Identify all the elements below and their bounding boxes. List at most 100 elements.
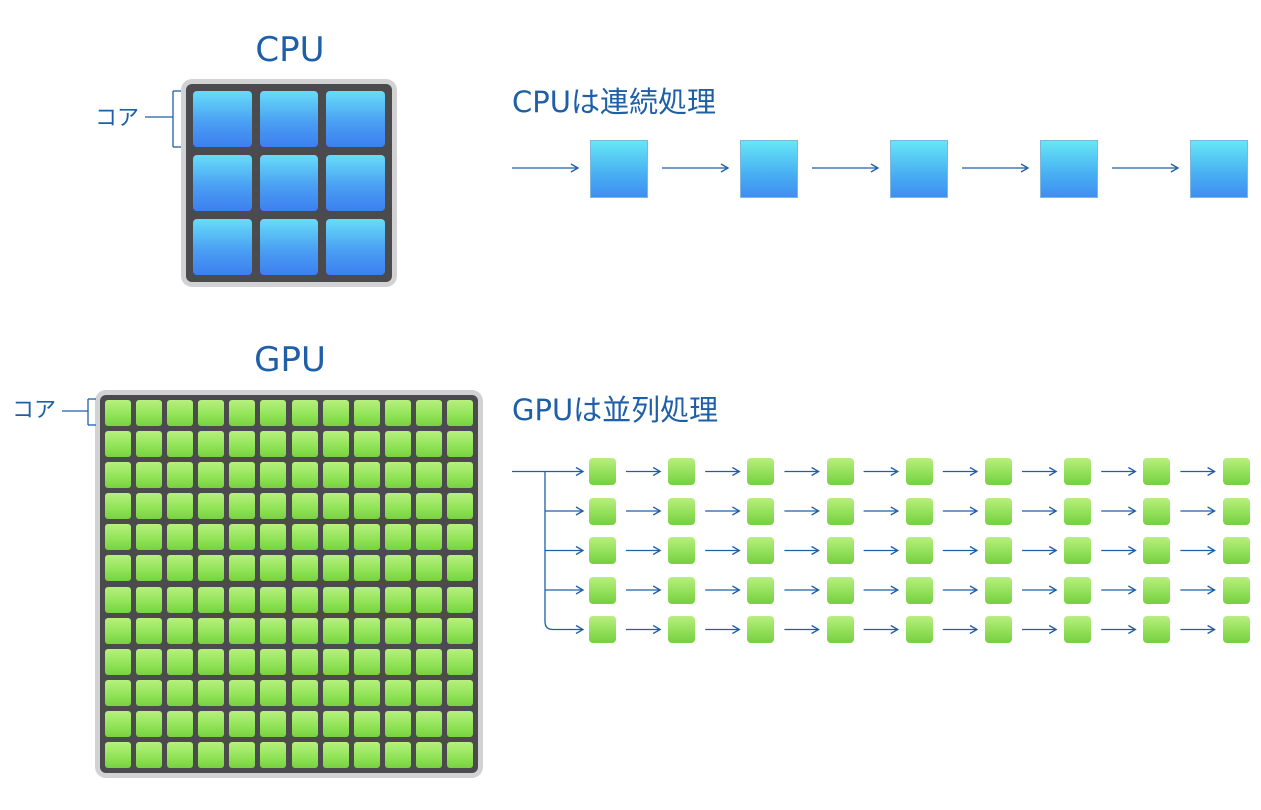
gpu-core bbox=[353, 400, 380, 427]
gpu-core bbox=[322, 493, 349, 520]
gpu-task-block bbox=[668, 616, 696, 643]
gpu-flow-arrow bbox=[705, 545, 741, 556]
gpu-core bbox=[198, 586, 225, 613]
gpu-core bbox=[167, 431, 194, 458]
cpu-core bbox=[326, 91, 385, 147]
gpu-flow-arrow bbox=[1101, 624, 1137, 635]
gpu-core bbox=[322, 400, 349, 427]
gpu-core bbox=[415, 648, 442, 675]
cpu-task-block bbox=[890, 140, 948, 198]
gpu-core bbox=[446, 462, 473, 489]
cpu-core bbox=[259, 219, 319, 275]
gpu-core bbox=[105, 493, 132, 520]
gpu-core bbox=[198, 431, 225, 458]
gpu-flow-arrow bbox=[705, 585, 741, 595]
gpu-core bbox=[353, 741, 380, 768]
gpu-core bbox=[415, 400, 442, 427]
gpu-core bbox=[322, 555, 349, 582]
gpu-flow-arrow bbox=[784, 624, 820, 635]
gpu-flow-arrow bbox=[942, 624, 979, 635]
gpu-core bbox=[229, 586, 256, 613]
gpu-core bbox=[136, 555, 163, 582]
gpu-core bbox=[229, 741, 256, 768]
gpu-core bbox=[415, 679, 442, 706]
gpu-core bbox=[291, 741, 318, 768]
gpu-core bbox=[229, 524, 256, 551]
gpu-core bbox=[291, 400, 318, 427]
gpu-core bbox=[136, 741, 163, 768]
gpu-core bbox=[260, 493, 287, 520]
gpu-core bbox=[384, 617, 411, 644]
gpu-flow-arrow bbox=[1022, 545, 1058, 556]
gpu-core bbox=[415, 710, 442, 737]
gpu-flow-arrow bbox=[784, 506, 820, 516]
gpu-core bbox=[260, 586, 287, 613]
gpu-task-block bbox=[985, 576, 1012, 604]
gpu-core bbox=[136, 524, 163, 551]
gpu-core bbox=[384, 400, 411, 427]
gpu-core bbox=[136, 617, 163, 644]
gpu-core bbox=[322, 431, 349, 458]
gpu-core bbox=[136, 462, 163, 489]
gpu-core bbox=[384, 648, 411, 675]
gpu-task-block bbox=[826, 537, 854, 564]
gpu-task-block bbox=[985, 458, 1012, 485]
gpu-task-block bbox=[1064, 616, 1092, 643]
gpu-core bbox=[446, 710, 473, 737]
gpu-core bbox=[446, 493, 473, 520]
cpu-flow-arrow bbox=[1112, 163, 1180, 173]
gpu-flow-arrow bbox=[1180, 624, 1216, 635]
gpu-task-block bbox=[1064, 497, 1092, 525]
gpu-flow-arrow bbox=[784, 466, 820, 477]
gpu-flow-arrow bbox=[545, 506, 585, 516]
gpu-core bbox=[167, 617, 194, 644]
gpu-core bbox=[136, 710, 163, 737]
gpu-task-block bbox=[826, 576, 854, 604]
gpu-flow-arrow bbox=[705, 506, 741, 516]
gpu-core bbox=[322, 679, 349, 706]
gpu-flow-arrow bbox=[1022, 624, 1058, 635]
gpu-flow-arrow bbox=[626, 506, 662, 516]
gpu-core bbox=[415, 741, 442, 768]
gpu-core bbox=[167, 493, 194, 520]
gpu-flow-arrow bbox=[942, 466, 979, 477]
gpu-core bbox=[446, 400, 473, 427]
gpu-core bbox=[446, 617, 473, 644]
gpu-task-block bbox=[905, 576, 933, 604]
gpu-flow-arrow bbox=[1180, 585, 1216, 595]
gpu-core bbox=[322, 617, 349, 644]
gpu-core bbox=[415, 431, 442, 458]
gpu-core bbox=[291, 710, 318, 737]
gpu-core bbox=[198, 617, 225, 644]
gpu-flow-arrow bbox=[784, 585, 820, 595]
gpu-flow-arrow bbox=[863, 506, 900, 516]
cpu-flow-arrow bbox=[512, 163, 580, 173]
gpu-task-block bbox=[826, 458, 854, 485]
gpu-core bbox=[384, 586, 411, 613]
gpu-core bbox=[260, 555, 287, 582]
gpu-flow-arrow bbox=[1101, 466, 1137, 477]
gpu-core bbox=[105, 431, 132, 458]
cpu-core-label: コア bbox=[95, 106, 140, 131]
gpu-task-block bbox=[985, 537, 1012, 564]
gpu-flow-arrow bbox=[1180, 466, 1216, 477]
gpu-flow-branch-curve bbox=[544, 621, 554, 631]
gpu-core bbox=[229, 555, 256, 582]
gpu-task-block bbox=[905, 616, 933, 643]
gpu-core bbox=[322, 741, 349, 768]
gpu-core bbox=[291, 679, 318, 706]
gpu-core bbox=[198, 462, 225, 489]
gpu-core bbox=[136, 431, 163, 458]
gpu-task-block bbox=[985, 616, 1012, 643]
gpu-task-block bbox=[905, 497, 933, 525]
gpu-core bbox=[229, 710, 256, 737]
gpu-core bbox=[446, 648, 473, 675]
gpu-core bbox=[198, 741, 225, 768]
gpu-core bbox=[136, 400, 163, 427]
gpu-core bbox=[136, 493, 163, 520]
gpu-core bbox=[446, 679, 473, 706]
gpu-core bbox=[229, 462, 256, 489]
gpu-core bbox=[198, 710, 225, 737]
gpu-task-block bbox=[1143, 616, 1171, 643]
gpu-task-block bbox=[589, 497, 616, 525]
